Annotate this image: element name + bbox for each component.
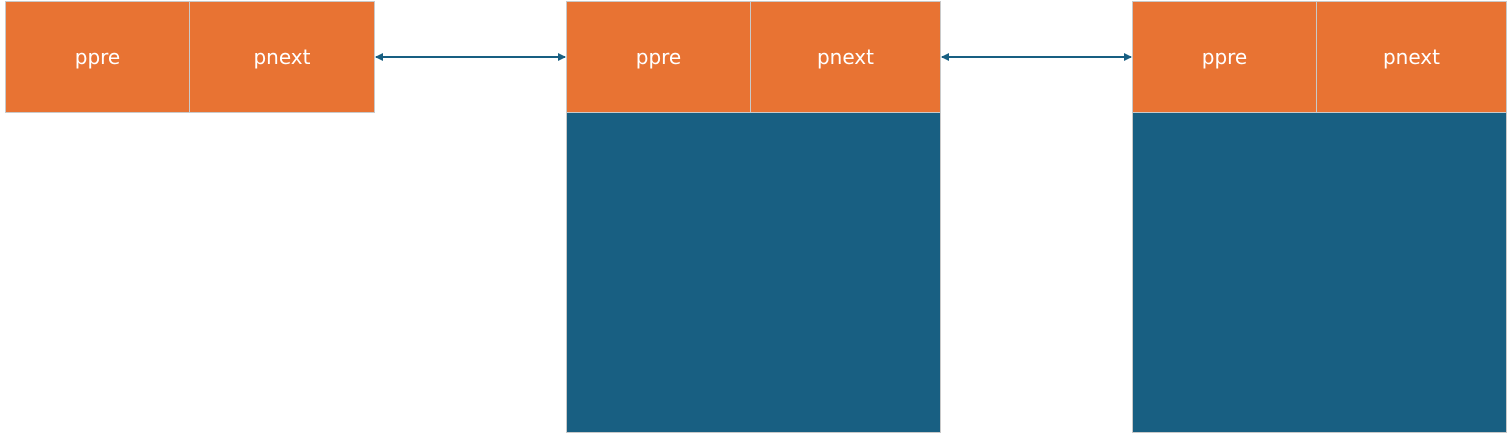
list-node-1-pnext-cell: pnext xyxy=(190,1,375,113)
list-node-1-header: ppre pnext xyxy=(5,1,375,113)
list-node-2-ppre-cell: ppre xyxy=(566,1,751,113)
list-node-2: ppre pnext xyxy=(566,1,941,433)
list-node-3-pnext-cell: pnext xyxy=(1317,1,1507,113)
list-node-2-pnext-cell: pnext xyxy=(751,1,941,113)
list-node-3-ppre-cell: ppre xyxy=(1132,1,1317,113)
list-node-1-ppre-cell: ppre xyxy=(5,1,190,113)
list-node-3-header: ppre pnext xyxy=(1132,1,1507,113)
list-node-3: ppre pnext xyxy=(1132,1,1507,433)
list-node-2-data-block xyxy=(566,113,941,433)
list-node-3-data-block xyxy=(1132,113,1507,433)
list-node-2-header: ppre pnext xyxy=(566,1,941,113)
list-node-1: ppre pnext xyxy=(5,1,375,113)
